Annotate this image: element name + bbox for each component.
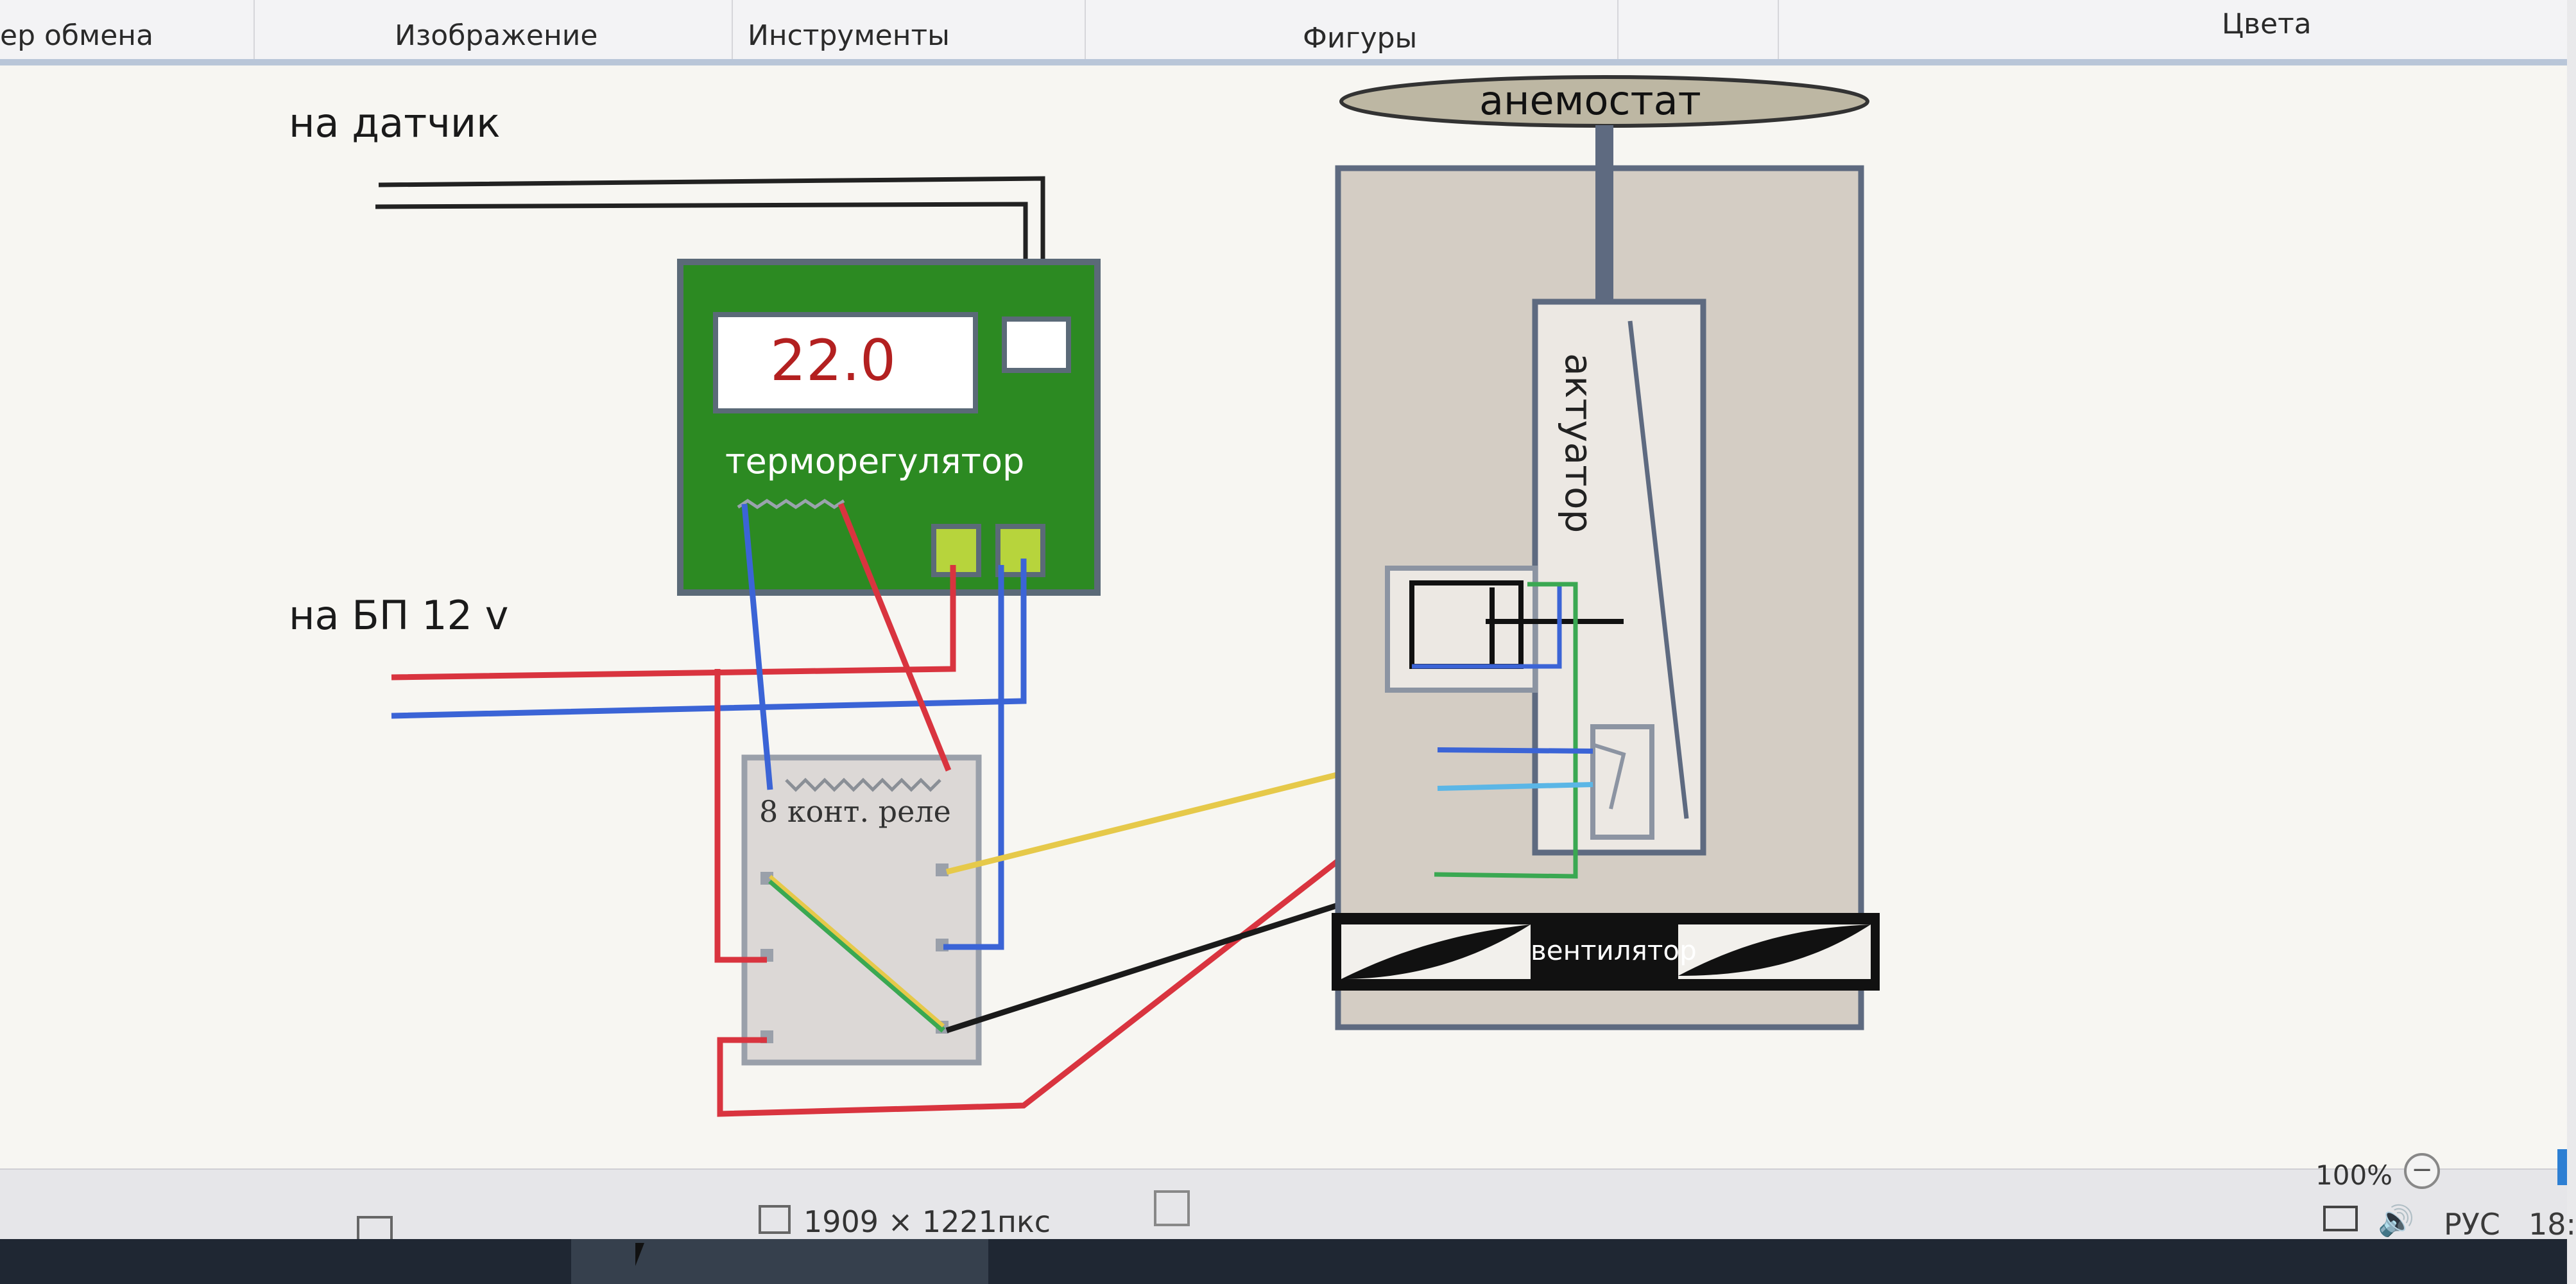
sensor-terminal [1002,317,1071,373]
coil-blue-wire [741,503,773,790]
thermostat-label: терморегулятор [725,441,1024,482]
ribbon-clipboard-group[interactable]: ер обмена [0,19,154,52]
system-clock[interactable]: 18: [2529,1207,2576,1242]
ribbon-separator [1778,0,1779,59]
switch-green-wire [1434,582,1578,879]
actuator-shaft [1627,320,1689,819]
power-blue-wire [391,559,1027,719]
network-icon[interactable] [2323,1206,2358,1231]
anemostat-label: анемостат [1479,77,1701,124]
relay-pin [936,863,949,876]
display-value: 22.0 [770,327,896,394]
relay-module: 8 конт. реле [741,754,982,1066]
relay-label: 8 конт. реле [759,794,951,829]
zoom-slider-handle[interactable] [2557,1149,2567,1185]
coil-red-wire [837,503,952,772]
sensor-label: на датчик [289,100,501,146]
fan-blade-right [1678,924,1871,976]
ribbon-shapes-group[interactable]: Фигуры [1303,22,1418,55]
switch-lever [1486,587,1624,668]
drawing-canvas[interactable]: 22.0 терморегулятор 8 конт. реле [0,65,2567,1168]
thermostat-module: 22.0 терморегулятор [677,259,1101,596]
ribbon-separator [253,0,255,59]
limit-switch-lever [1592,743,1626,810]
ribbon-bar: ер обмена Изображение Инструменты Фигуры… [0,0,2567,65]
wiring-diagram: 22.0 терморегулятор 8 конт. реле [289,75,1880,1117]
actuator-body [1532,299,1706,856]
relay-blue-wire [943,565,1004,950]
thermostat-coil [737,498,845,510]
relay-red-wire-1 [714,669,767,963]
thermostat-terminal-2 [995,524,1045,577]
limit-switch [1590,724,1654,840]
fan-label: вентилятор [1531,935,1697,966]
relay-coil [785,777,941,792]
image-dimensions: 1909 × 1221пкс [803,1204,1051,1239]
volume-icon[interactable]: 🔊 [2378,1203,2415,1238]
status-bar: 1909 × 1221пкс [0,1168,2567,1242]
relay-body [741,754,982,1066]
anemostat-box: анемостат актуатор [1335,75,1869,1030]
taskbar: РУС 18: 🔊 [0,1203,2576,1284]
mouse-cursor-icon [635,1243,653,1266]
ribbon-separator [1617,0,1619,59]
language-indicator[interactable]: РУС [2444,1207,2500,1242]
relay-green-wire [768,878,945,1033]
anemostat-rod [1595,125,1613,302]
save-icon[interactable] [1154,1190,1190,1226]
zoom-level: 100% [2315,1159,2393,1191]
ribbon-colors-group[interactable]: Цвета [2222,8,2312,40]
limit-cyan-wire [1437,782,1593,791]
power-red-wire [391,565,956,681]
canvas-size-icon [759,1205,791,1234]
limit-blue-wire [1437,747,1593,754]
thermostat-terminal-1 [931,524,981,577]
ribbon-image-group[interactable]: Изображение [395,19,598,52]
ribbon-separator [1085,0,1086,59]
zoom-out-icon[interactable]: − [2404,1153,2440,1189]
selection-icon [357,1216,393,1242]
relay-yellow-wire [769,874,945,1028]
thermostat-display [713,312,978,413]
fan-red-wire [717,786,1433,1117]
actuator-label: актуатор [1557,353,1601,533]
ribbon-tools-group[interactable]: Инструменты [748,19,950,52]
ribbon-separator [732,0,733,59]
taskbar-paint-button[interactable] [571,1239,988,1284]
fan-blade-left [1341,924,1531,979]
power-label: на БП 12 v [289,592,508,639]
fan-unit: вентилятор [1332,913,1880,991]
